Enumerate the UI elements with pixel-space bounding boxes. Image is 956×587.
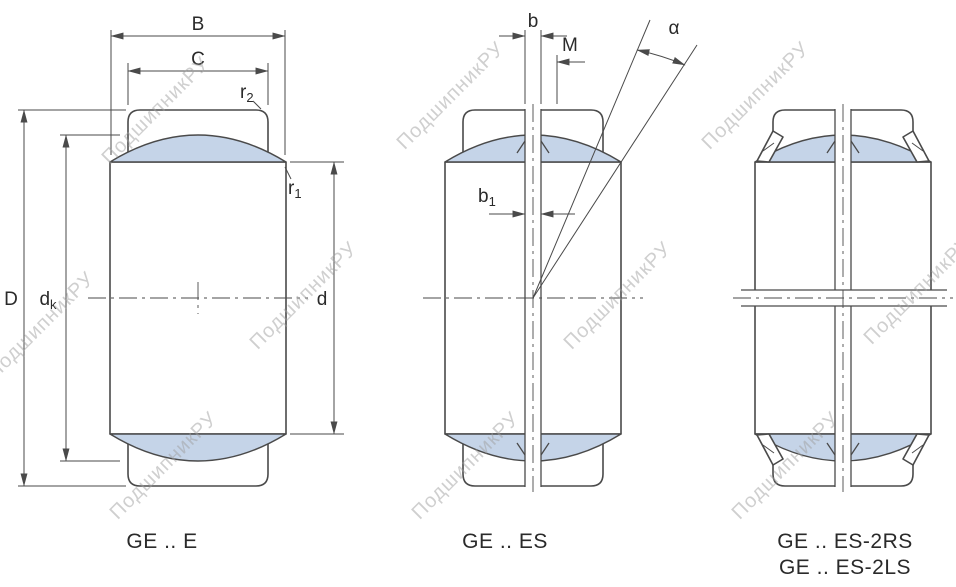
label-r2: r2 xyxy=(240,82,254,105)
label-b: b xyxy=(528,11,539,32)
extension-lines-D xyxy=(18,109,126,487)
caption-ge-es-2rs: GE .. ES-2RS xyxy=(777,530,913,553)
caption-ge-es: GE .. ES xyxy=(462,530,548,553)
seal-lip-bottom-right xyxy=(911,444,924,454)
misalignment-angle-lines xyxy=(532,19,698,299)
watermark-text: ПодшипникРУ xyxy=(0,268,99,384)
caption-ge-e: GE .. E xyxy=(126,530,197,553)
dimensions-ge-es: b M α b1 xyxy=(478,11,698,299)
dimensions-ge-e: B C r2 r1 D dk d xyxy=(4,14,344,487)
label-M: M xyxy=(562,35,578,56)
captions: GE .. E GE .. ES GE .. ES-2RS GE .. ES-2… xyxy=(126,530,912,579)
seal-lip-bottom-left xyxy=(762,444,775,454)
extension-lines-dk xyxy=(60,134,120,462)
outer-ring-split-lines xyxy=(741,289,947,307)
bearing-ge-es-2rs xyxy=(733,104,953,492)
extension-lines-b xyxy=(524,30,542,104)
seal-lip-top-left xyxy=(762,142,775,152)
label-D: D xyxy=(4,289,18,310)
label-alpha: α xyxy=(669,18,680,39)
bearing-ge-e xyxy=(88,109,308,487)
label-r1: r1 xyxy=(288,178,302,201)
leader-r1 xyxy=(284,166,292,180)
leader-r2 xyxy=(252,100,262,110)
groove-chamfers xyxy=(516,140,550,456)
label-dk: dk xyxy=(39,289,57,312)
label-b1: b1 xyxy=(478,186,496,209)
angle-arc xyxy=(636,49,686,66)
extension-lines-B xyxy=(110,30,286,155)
label-d: d xyxy=(317,289,328,310)
label-C: C xyxy=(191,49,205,70)
caption-ge-es-2ls: GE .. ES-2LS xyxy=(779,556,911,579)
label-B: B xyxy=(192,14,205,35)
seal-lip-top-right xyxy=(911,142,924,152)
groove-chamfers xyxy=(826,140,860,456)
